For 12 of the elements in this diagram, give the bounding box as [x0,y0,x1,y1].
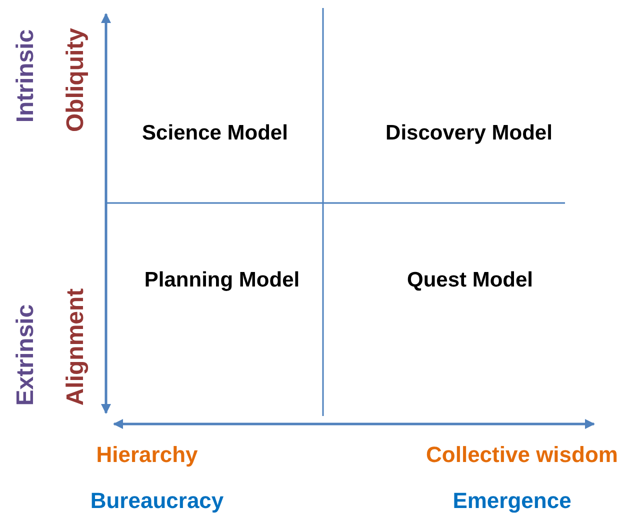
axis-label: Collective wisdom [426,444,618,466]
axis-label: Obliquity [64,28,88,132]
axis-label: Bureaucracy [90,490,224,512]
axis-label: Emergence [452,490,572,512]
quadrant-label: Quest Model [407,270,533,290]
axis-label: Alignment [64,288,88,406]
quadrant-label: Science Model [142,122,288,144]
axis-label: Extrinsic [14,304,38,406]
quadrant-label: Planning Model [144,270,300,290]
quadrant-label: Discovery Model [386,122,552,144]
axis-label: Intrinsic [14,29,38,123]
axis-label: Hierarchy [96,444,198,466]
